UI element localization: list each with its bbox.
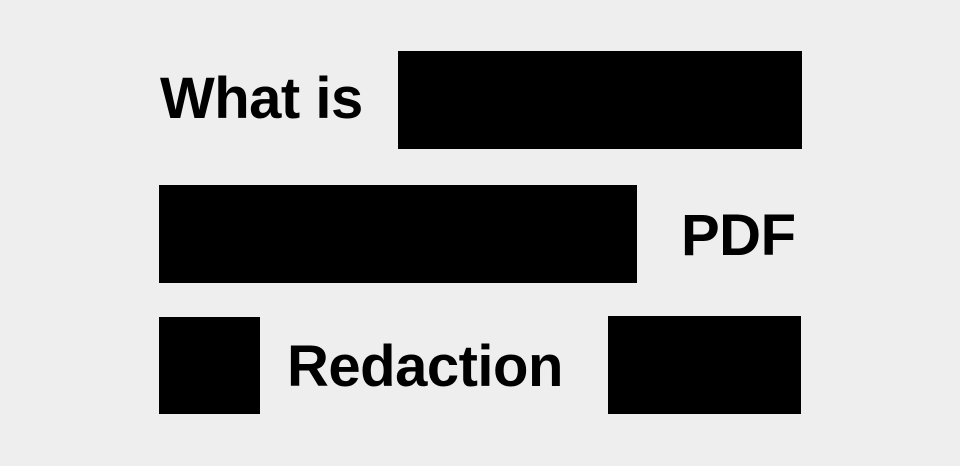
headline-word-redaction: Redaction xyxy=(287,334,563,399)
redaction-bar xyxy=(159,185,637,283)
headline-word-pdf: PDF xyxy=(681,203,796,268)
redaction-bar xyxy=(159,317,260,414)
redaction-bar xyxy=(608,316,801,414)
headline-word-what-is: What is xyxy=(160,66,363,131)
redaction-bar xyxy=(398,51,802,149)
